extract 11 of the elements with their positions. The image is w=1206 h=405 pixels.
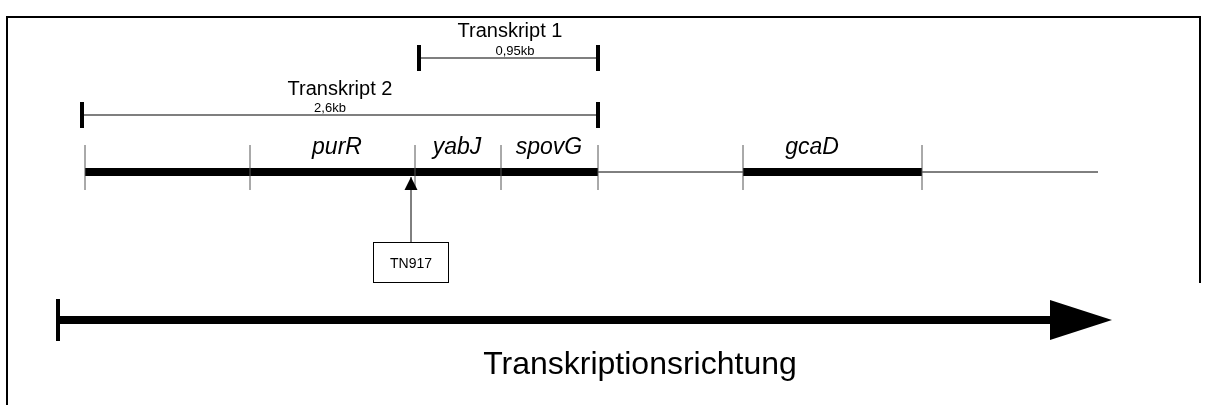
axis-title: Transkriptionsrichtung — [483, 347, 797, 379]
length-label: 0,95kb — [495, 44, 535, 57]
length-label: 2,6kb — [314, 101, 346, 114]
label-box: TN917 — [373, 242, 449, 283]
gene-label: purR — [312, 135, 362, 158]
gene-label: yabJ — [432, 135, 482, 158]
gene-label: gcaD — [785, 135, 839, 158]
gene-label: spovG — [515, 135, 583, 158]
arrow — [404, 176, 418, 243]
transcript-label: Transkript 2 — [287, 78, 393, 98]
transcript-label: Transkript 1 — [457, 20, 563, 40]
